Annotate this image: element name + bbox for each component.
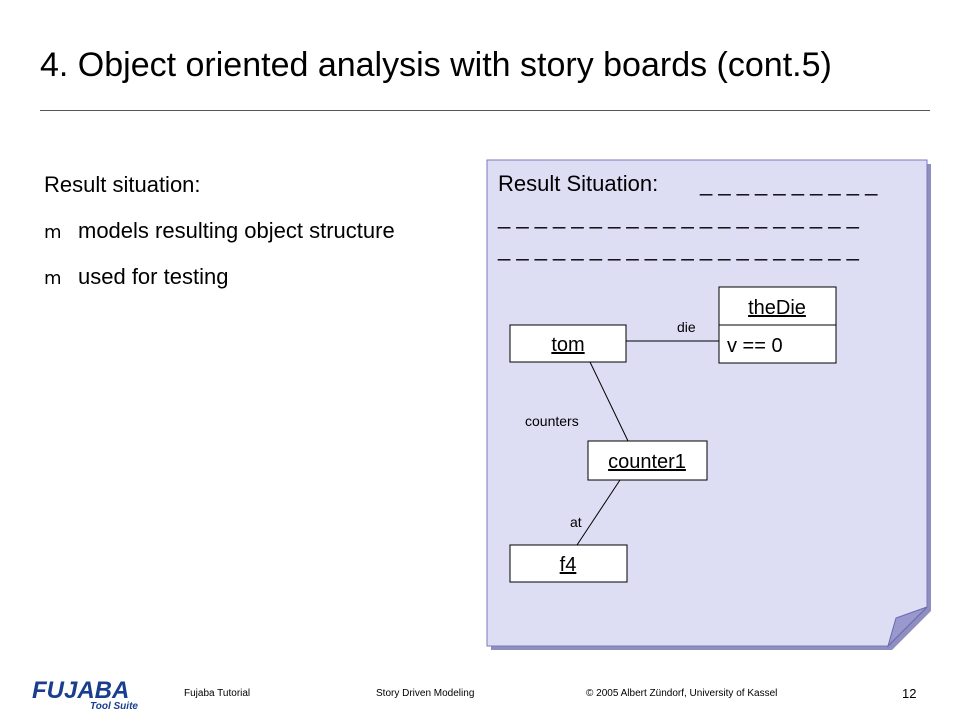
- link-label-counters: counters: [525, 413, 579, 429]
- bullet-icon: m: [44, 268, 62, 289]
- dash-line-1: _ _ _ _ _ _ _ _ _ _: [699, 171, 878, 196]
- storyboard-note: [486, 159, 931, 650]
- object-counter1-name: counter1: [608, 451, 686, 473]
- link-at: [576, 479, 621, 546]
- object-f4: f4: [509, 544, 628, 583]
- object-tom-name: tom: [551, 334, 584, 356]
- link-label-at: at: [570, 514, 582, 530]
- footer-center: Story Driven Modeling: [376, 688, 475, 699]
- page-number: 12: [902, 686, 917, 701]
- object-counter1: counter1: [587, 440, 708, 481]
- fujaba-logo: FUJABA Tool Suite: [30, 674, 150, 717]
- link-label-die: die: [677, 319, 696, 335]
- object-tom: tom: [509, 324, 627, 363]
- title-divider: [40, 110, 930, 111]
- object-thedie: theDie v == 0: [718, 286, 837, 364]
- object-f4-name: f4: [560, 554, 577, 576]
- object-thedie-name: theDie: [748, 297, 806, 319]
- footer-left: Fujaba Tutorial: [184, 688, 251, 699]
- svg-text:FUJABA: FUJABA: [32, 677, 129, 704]
- diagram-caption: Result Situation:: [498, 171, 658, 196]
- object-thedie-attribute: v == 0: [727, 335, 783, 357]
- bullet-text: used for testing: [78, 264, 229, 289]
- bullet-icon: m: [44, 222, 62, 243]
- svg-text:Tool Suite: Tool Suite: [90, 701, 138, 712]
- bullet-item: m used for testing: [44, 264, 228, 290]
- bullet-text: models resulting object structure: [78, 218, 395, 243]
- bullet-item: m models resulting object structure: [44, 218, 395, 244]
- dash-line-3: _ _ _ _ _ _ _ _ _ _ _ _ _ _ _ _ _ _ _ _: [497, 236, 860, 261]
- result-heading: Result situation:: [44, 172, 201, 197]
- footer-right: © 2005 Albert Zündorf, University of Kas…: [586, 688, 778, 699]
- dash-line-2: _ _ _ _ _ _ _ _ _ _ _ _ _ _ _ _ _ _ _ _: [497, 204, 860, 229]
- page-curl-icon: [886, 606, 928, 648]
- link-counters: [589, 361, 629, 442]
- slide-title: 4. Object oriented analysis with story b…: [40, 46, 832, 84]
